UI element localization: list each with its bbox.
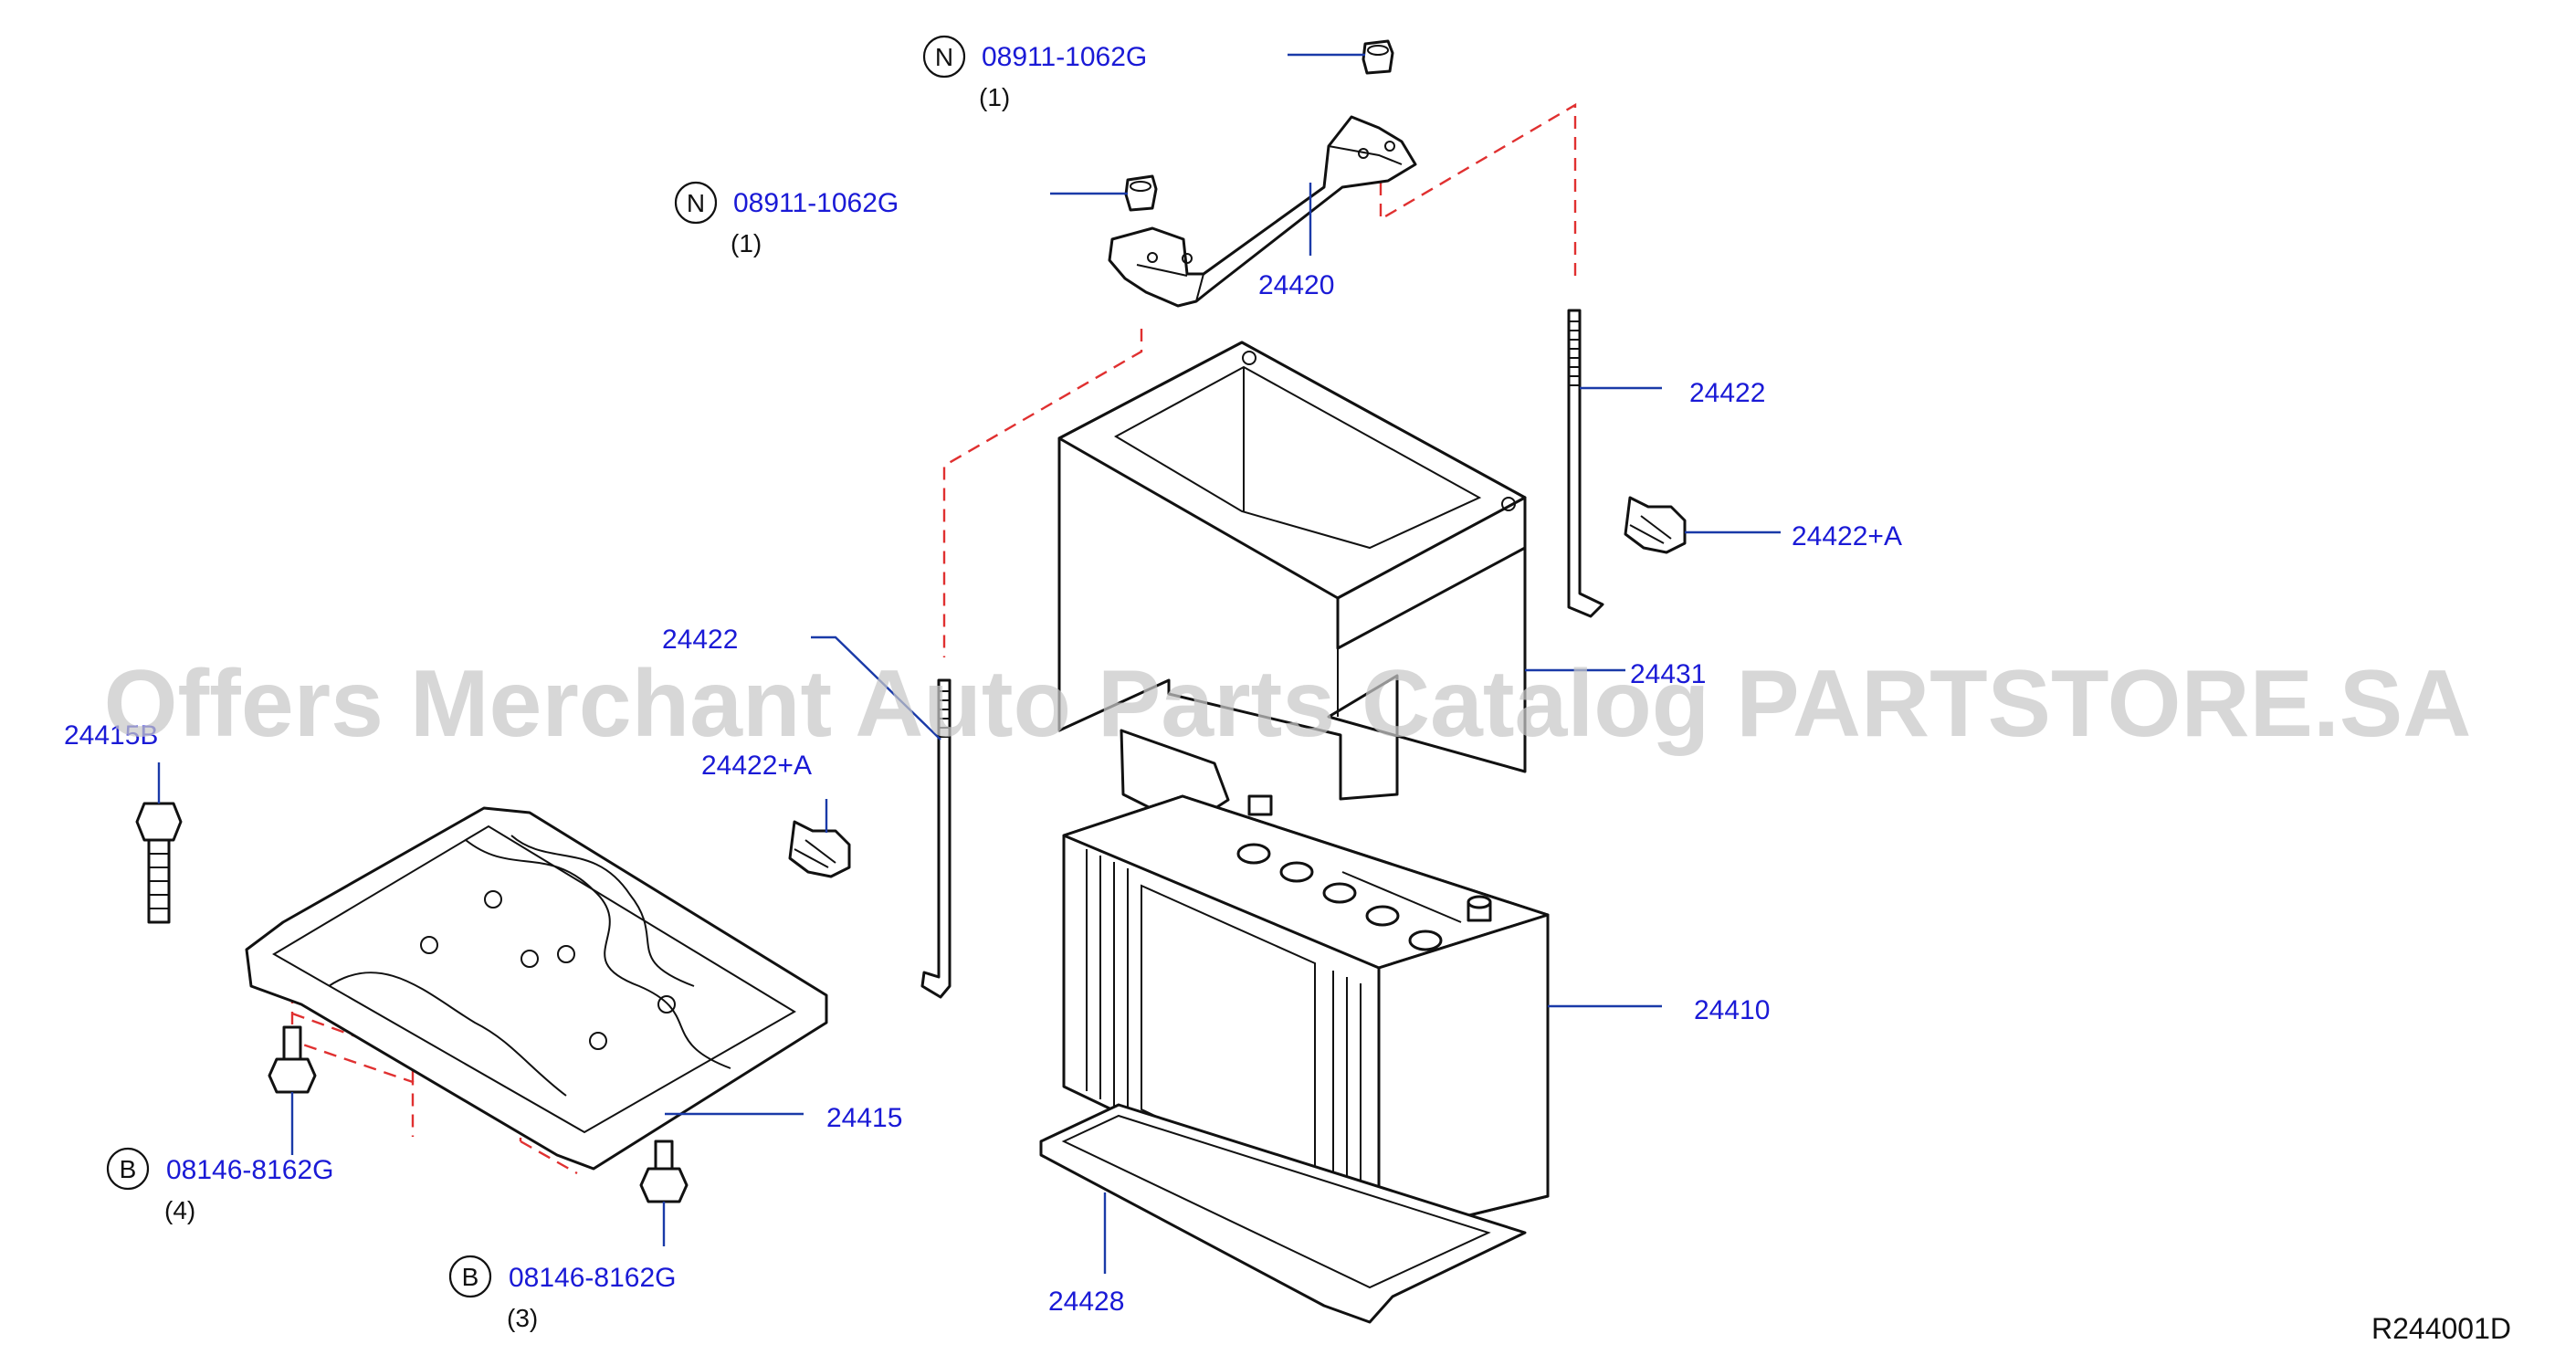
clip-left-part xyxy=(788,820,851,878)
label-rod-left[interactable]: 24422 xyxy=(662,625,738,655)
marker-letter: B xyxy=(462,1263,479,1291)
part-number-bolt-rear[interactable]: 08146-8162G xyxy=(509,1263,677,1293)
part-number-nut-left[interactable]: 08911-1062G xyxy=(733,188,899,218)
marker-circle-b xyxy=(106,1147,150,1191)
label-mat[interactable]: 24428 xyxy=(1048,1287,1124,1317)
marker-circle-b xyxy=(448,1255,492,1298)
label-rod-right[interactable]: 24422 xyxy=(1689,378,1765,408)
label-battery[interactable]: 24410 xyxy=(1694,995,1770,1025)
label-tray-bolt[interactable]: 24415B xyxy=(64,720,158,751)
part-number-bolt-front[interactable]: 08146-8162G xyxy=(166,1155,334,1185)
hold-down-rod-left xyxy=(920,678,952,999)
clip-right-part xyxy=(1624,496,1687,554)
battery-mat xyxy=(1039,1103,1527,1324)
quantity-nut-left: (1) xyxy=(731,229,762,257)
label-clip-left[interactable]: 24422+A xyxy=(701,751,812,781)
label-clip-right[interactable]: 24422+A xyxy=(1792,521,1902,551)
part-number-nut-top[interactable]: 08911-1062G xyxy=(982,42,1147,72)
quantity-bolt-front: (4) xyxy=(164,1196,195,1224)
quantity-bolt-rear: (3) xyxy=(507,1304,538,1332)
bolt-rear-part xyxy=(639,1140,689,1203)
label-tray[interactable]: 24415 xyxy=(826,1103,902,1133)
marker-letter: B xyxy=(120,1155,137,1183)
callout-nut-top[interactable]: N 08911-1062G (1) xyxy=(922,35,1147,111)
leader-lines xyxy=(157,53,1781,1274)
tray-bolt-part xyxy=(135,802,183,924)
quantity-nut-top: (1) xyxy=(979,83,1010,111)
battery-tray xyxy=(245,806,828,1171)
diagram-code: R244001D xyxy=(2371,1312,2511,1345)
battery-caps xyxy=(1236,794,1492,951)
callout-nut-left[interactable]: N 08911-1062G (1) xyxy=(674,181,899,257)
callout-bolt-rear[interactable]: B 08146-8162G (3) xyxy=(448,1255,677,1332)
marker-letter: N xyxy=(687,189,705,217)
hold-down-rod-right xyxy=(1567,309,1604,618)
nut-left-part xyxy=(1124,174,1158,212)
bolt-front-part xyxy=(268,1025,317,1094)
marker-circle-n xyxy=(674,181,718,225)
hold-down-frame xyxy=(1108,115,1417,308)
label-cover[interactable]: 24431 xyxy=(1630,659,1706,689)
nut-top-part xyxy=(1362,39,1394,75)
marker-circle-n xyxy=(922,35,966,79)
watermark-text: Offers Merchant Auto Parts Catalog PARTS… xyxy=(104,651,2472,757)
label-frame[interactable]: 24420 xyxy=(1258,270,1334,300)
marker-letter: N xyxy=(935,43,953,71)
callout-bolt-front[interactable]: B 08146-8162G (4) xyxy=(106,1147,334,1224)
